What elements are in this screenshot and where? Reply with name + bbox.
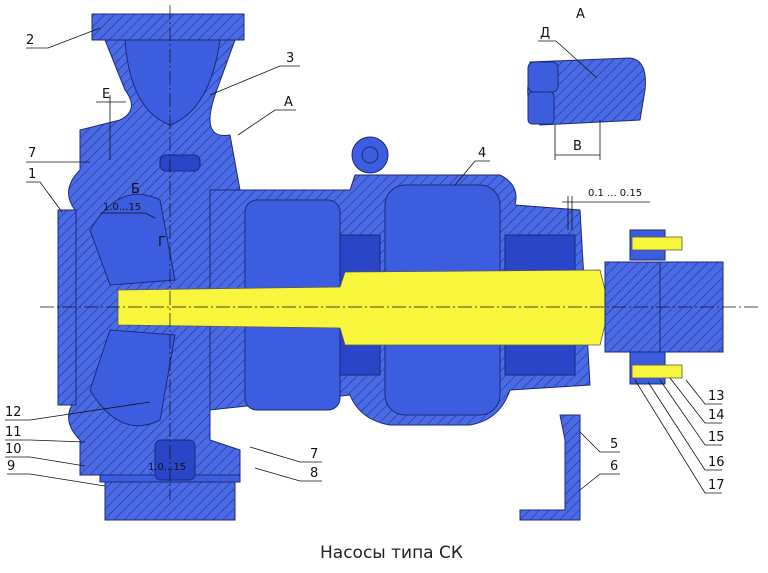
callout-5: 5 [610,437,618,452]
letter-e: Е [102,87,110,102]
detail-a-title: А [576,7,585,22]
callout-13: 13 [708,389,725,404]
callout-7-top: 7 [28,146,36,161]
letter-b-cyr: Б [131,182,140,197]
callout-12: 12 [5,405,22,420]
letter-v: В [573,139,582,154]
callout-15: 15 [708,430,725,445]
callout-3: 3 [286,51,294,66]
callout-14: 14 [708,408,725,423]
callout-7-bottom: 7 [310,447,318,462]
support-foot [519,414,581,521]
detail-a-view [527,57,646,126]
callout-10: 10 [5,442,22,457]
gap-dimension-top: 1.0...15 [103,202,141,213]
callout-a-main: А [284,95,293,110]
callout-labels: 2 3 А Е 7 1 Б 1.0...15 Г 4 0.1 ... 0.15 … [5,7,725,494]
callout-4: 4 [478,146,486,161]
dimension-lines [96,95,650,230]
callout-16: 16 [708,455,725,470]
letter-g: Г [158,235,166,250]
gap-dimension-bottom: 1.0...15 [148,462,186,473]
letter-d: Д [540,26,550,41]
callout-9: 9 [7,459,15,474]
callout-2: 2 [26,33,34,48]
callout-6: 6 [610,459,618,474]
callout-11: 11 [5,425,22,440]
callout-17: 17 [708,478,725,493]
callout-1: 1 [28,167,36,182]
drawing-caption: Насосы типа СК [320,543,463,563]
coupling-gap-dimension: 0.1 ... 0.15 [588,188,642,199]
callout-8: 8 [310,466,318,481]
pump-casing [57,13,245,481]
